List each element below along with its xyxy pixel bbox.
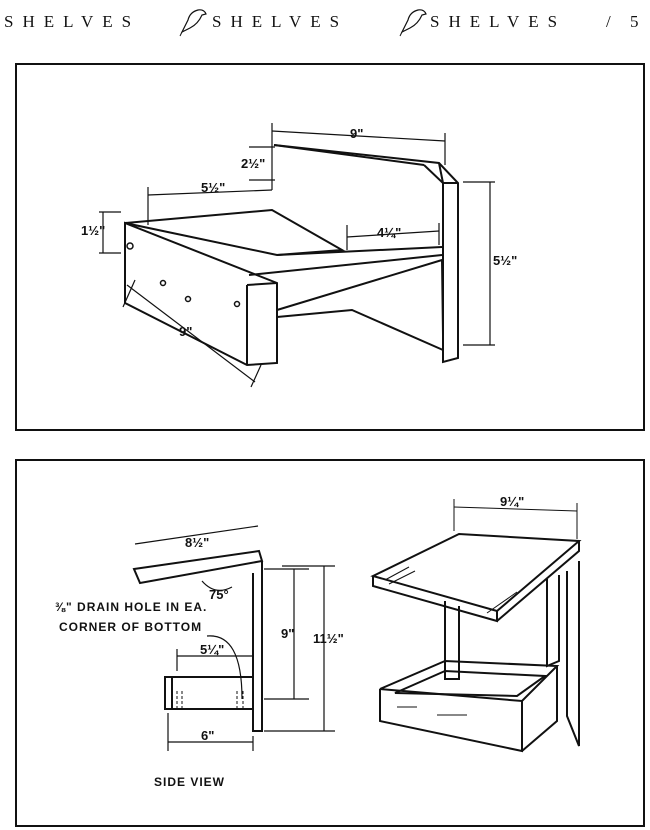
dim-tray-inner: 5¼" (200, 642, 224, 657)
side-view-label: SIDE VIEW (154, 775, 225, 789)
header-text-3: SHELVES (430, 12, 566, 31)
feeder-drawing: 8½" 75° 9" 11½" 5¼" 6" 9¼" ⅜" DRAIN HOLE… (55, 494, 582, 789)
dim-post-height: 9" (281, 626, 294, 641)
dim-back-width: 9" (350, 126, 363, 141)
bird-icon (399, 9, 427, 37)
drain-hole-note-line2: CORNER OF BOTTOM (59, 620, 202, 634)
dim-top-depth: 5½" (201, 180, 225, 195)
dim-roof-length: 8½" (185, 535, 209, 550)
page-number: 5 (630, 12, 648, 31)
drain-hole-note-line1: ⅜" DRAIN HOLE IN EA. (55, 600, 207, 614)
page-header: SHELVES SHELVES SHELVES / 5 (0, 4, 650, 37)
header-text-2: SHELVES (212, 12, 348, 31)
dim-angle: 75° (209, 587, 229, 602)
dim-back-height: 5½" (493, 253, 517, 268)
dim-tray-outer: 6" (201, 728, 214, 743)
dim-overall-height: 11½" (313, 631, 344, 646)
dim-back-top-height: 2½" (241, 156, 265, 171)
dim-front-height: 1½" (81, 223, 105, 238)
header-slash: / (606, 12, 620, 31)
dim-inner-depth: 4¼" (377, 225, 401, 240)
top-diagram-panel: 9" 2½" 5½" 4¼" 1½" 5½" 9" (15, 63, 645, 431)
header-text-1: SHELVES (4, 12, 140, 31)
bottom-diagram-panel: 8½" 75° 9" 11½" 5¼" 6" 9¼" ⅜" DRAIN HOLE… (15, 459, 645, 827)
dim-roof-width: 9¼" (500, 494, 524, 509)
dim-front-length: 9" (179, 324, 192, 339)
shelf-drawing: 9" 2½" 5½" 4¼" 1½" 5½" 9" (81, 123, 517, 388)
bird-icon (179, 9, 207, 37)
